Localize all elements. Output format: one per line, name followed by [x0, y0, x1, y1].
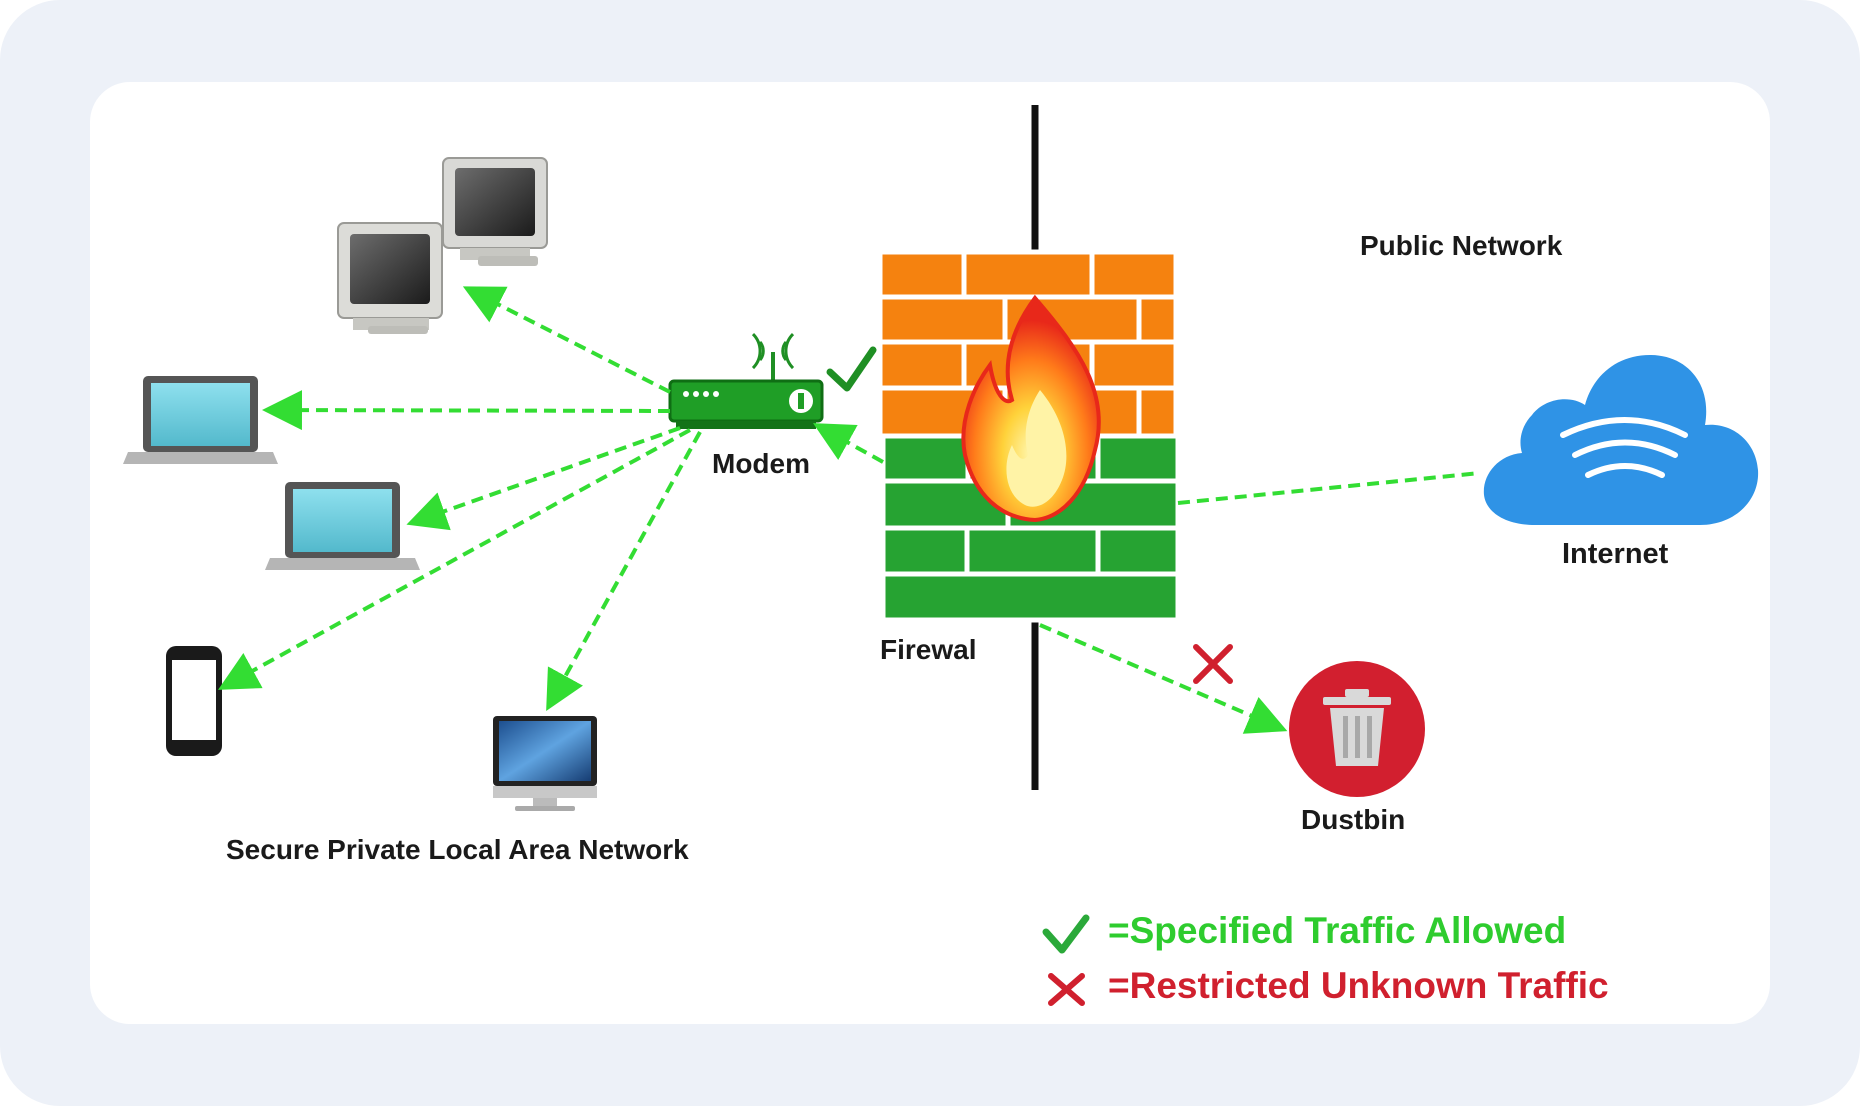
connection-firewall-to-modem [813, 423, 884, 464]
connection-modem-to-imac [546, 431, 702, 712]
smartphone-icon [166, 646, 222, 756]
connection-internet-to-firewall [1177, 471, 1481, 505]
legend-cross-icon [1048, 973, 1085, 1006]
laptop-icon [265, 482, 420, 570]
public-network-label: Public Network [1360, 230, 1563, 261]
cloud-icon [1483, 355, 1759, 525]
dustbin-icon [1289, 661, 1425, 797]
connection-modem-to-laptop-2 [406, 426, 681, 531]
dustbin-label: Dustbin [1301, 804, 1406, 835]
firewall-label: Firewal [880, 634, 977, 665]
modem-label: Modem [712, 448, 810, 479]
legend-allowed-text: =Specified Traffic Allowed [1108, 910, 1567, 951]
connection-modem-to-laptop-1 [262, 390, 671, 431]
check-icon [826, 346, 877, 392]
imac-icon [493, 716, 597, 811]
fire-icon [961, 294, 1101, 523]
lan-label: Secure Private Local Area Network [226, 834, 689, 865]
connection-firewall-to-dustbin [1039, 623, 1288, 734]
cross-icon [1193, 644, 1233, 684]
internet-label: Internet [1562, 538, 1669, 570]
connection-modem-to-desktop [462, 286, 671, 394]
connection-modem-to-phone [217, 428, 691, 690]
legend-restricted-text: =Restricted Unknown Traffic [1108, 965, 1609, 1006]
laptop-icon [123, 376, 278, 464]
modem-icon [668, 332, 824, 429]
desktop-monitor-icon [442, 157, 548, 266]
legend-check-icon [1042, 914, 1090, 954]
desktop-monitor-icon [337, 222, 443, 334]
